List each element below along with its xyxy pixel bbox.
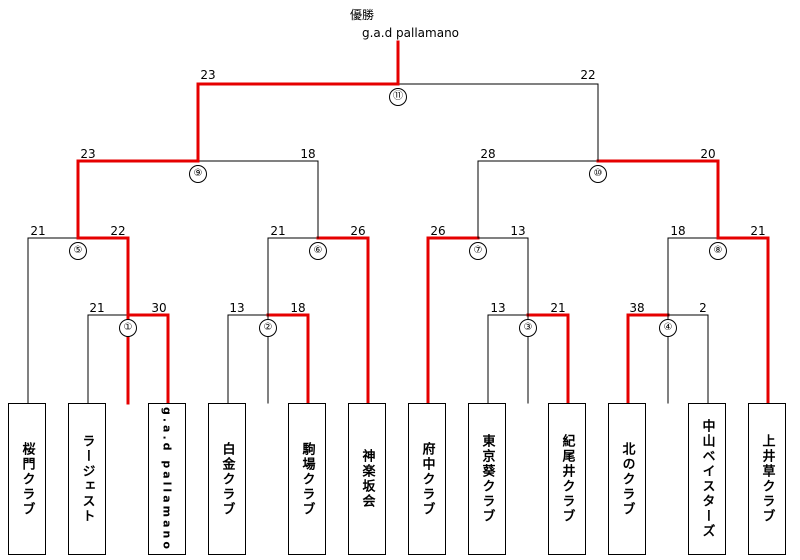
score-right: 22 — [580, 68, 596, 82]
score-left: 13 — [490, 301, 506, 315]
team-box: 北のクラブ — [608, 403, 646, 555]
score-right: 21 — [550, 301, 566, 315]
score-left: 28 — [480, 147, 496, 161]
team-box: 桜門クラブ — [8, 403, 46, 555]
score-right: 30 — [151, 301, 167, 315]
team-box: ラージェスト — [68, 403, 106, 555]
score-left: 21 — [30, 224, 46, 238]
score-left: 18 — [670, 224, 686, 238]
score-right: 20 — [700, 147, 716, 161]
team-name: 紀尾井クラブ — [559, 434, 575, 524]
match-number: ④ — [659, 319, 677, 337]
score-right: 18 — [290, 301, 306, 315]
score-right: 13 — [510, 224, 526, 238]
score-left: 21 — [270, 224, 286, 238]
score-left: 23 — [200, 68, 216, 82]
team-name: 白金クラブ — [219, 441, 235, 517]
team-name: 駒場クラブ — [299, 441, 315, 517]
champion-label: 優勝 — [350, 8, 375, 22]
team-name: ラージェスト — [79, 434, 95, 524]
team-box: 神楽坂会 — [348, 403, 386, 555]
match-number: ① — [119, 319, 137, 337]
score-right: 21 — [750, 224, 766, 238]
match-number: ⑨ — [189, 165, 207, 183]
score-left: 13 — [229, 301, 245, 315]
match-number: ⑪ — [389, 88, 407, 106]
champion-name: g.a.d pallamano — [362, 26, 460, 40]
team-box: 上井草クラブ — [748, 403, 786, 555]
match-number: ⑤ — [69, 242, 87, 260]
team-name: 桜門クラブ — [19, 441, 35, 517]
team-name: 北のクラブ — [619, 441, 635, 517]
team-box: 駒場クラブ — [288, 403, 326, 555]
match-number: ⑧ — [709, 242, 727, 260]
score-left: 38 — [629, 301, 645, 315]
team-box: 東京葵クラブ — [468, 403, 506, 555]
team-box: g.a.d pallamano — [148, 403, 186, 555]
score-left: 21 — [89, 301, 105, 315]
score-right: 18 — [300, 147, 316, 161]
match-number: ③ — [519, 319, 537, 337]
team-name: 東京葵クラブ — [479, 434, 495, 524]
score-right: 26 — [350, 224, 366, 238]
team-name: 府中クラブ — [419, 441, 435, 517]
team-box: 白金クラブ — [208, 403, 246, 555]
match-number: ⑩ — [589, 165, 607, 183]
team-box: 中山ベイスターズ — [688, 403, 726, 555]
team-name: 神楽坂会 — [359, 449, 375, 509]
team-box: 府中クラブ — [408, 403, 446, 555]
team-name: 上井草クラブ — [759, 434, 775, 524]
match-number: ⑥ — [309, 242, 327, 260]
match-number: ⑦ — [469, 242, 487, 260]
match-number: ② — [259, 319, 277, 337]
score-right: 2 — [699, 301, 707, 315]
team-box: 紀尾井クラブ — [548, 403, 586, 555]
score-left: 23 — [80, 147, 96, 161]
team-name: 中山ベイスターズ — [699, 419, 715, 539]
score-left: 26 — [430, 224, 446, 238]
team-name: g.a.d pallamano — [160, 406, 174, 552]
score-right: 22 — [110, 224, 126, 238]
